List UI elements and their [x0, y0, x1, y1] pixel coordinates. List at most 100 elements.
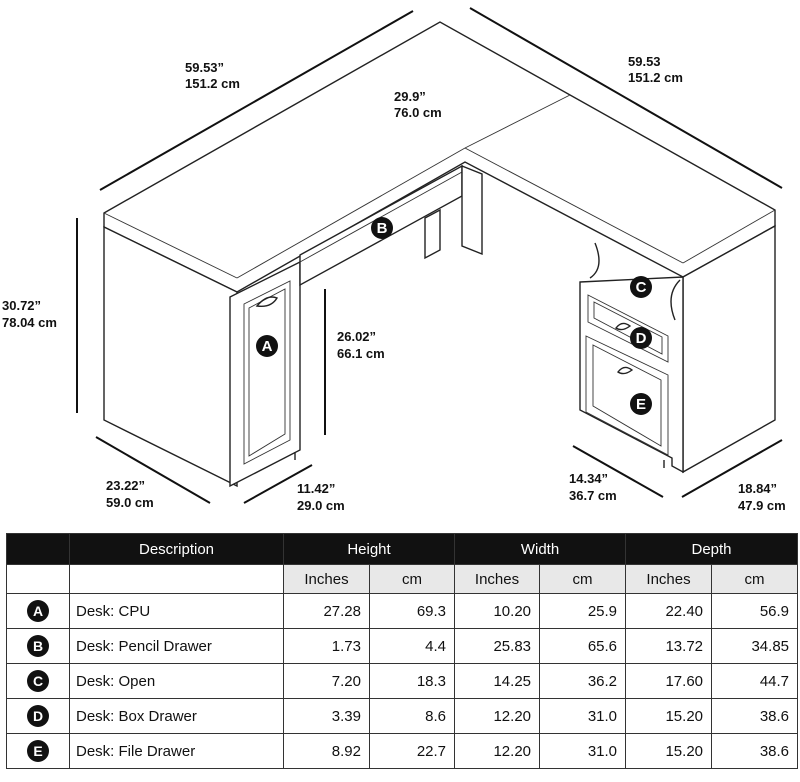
svg-text:D: D — [636, 330, 647, 347]
desk-top-edge — [103, 212, 238, 279]
header-description: Description — [69, 533, 284, 565]
units-blank — [6, 564, 70, 594]
table-row: D Desk: Box Drawer 3.39 8.6 12.20 31.0 1… — [6, 698, 799, 734]
table-row: B Desk: Pencil Drawer 1.73 4.4 25.83 65.… — [6, 628, 799, 664]
dim-line-desk-depth — [95, 436, 211, 504]
cell-depth-in: 13.72 — [625, 628, 713, 664]
dim-pedestal-width-in: 14.34” — [569, 471, 608, 486]
cell-width-in: 10.20 — [454, 593, 541, 629]
cpu-door-handle — [255, 296, 279, 308]
cell-height-in: 8.92 — [283, 733, 370, 769]
svg-text:B: B — [377, 220, 388, 237]
dim-knee-height-in: 26.02” — [337, 329, 376, 344]
row-badge: C — [27, 670, 49, 692]
dim-return-width-cm: 47.9 cm — [738, 498, 786, 513]
row-badge-cell: A — [6, 593, 70, 629]
dimensions-table: Description Height Width Depth Inches cm… — [6, 533, 799, 769]
callout-d-badge: D — [630, 327, 652, 349]
svg-text:A: A — [262, 338, 273, 355]
cell-width-cm: 25.9 — [539, 593, 627, 629]
dim-height-cm: 78.04 cm — [2, 315, 57, 330]
desk-top-edge — [682, 209, 776, 264]
file-drawer-inset — [592, 344, 662, 447]
cell-depth-cm: 38.6 — [711, 733, 799, 769]
row-badge-cell: E — [6, 733, 70, 769]
cpu-cabinet — [229, 260, 301, 488]
cell-width-cm: 36.2 — [539, 663, 627, 699]
callout-c-badge: C — [630, 276, 652, 298]
unit-label: Inches — [454, 564, 541, 594]
cell-height-cm: 69.3 — [368, 593, 456, 629]
row-badge: E — [27, 740, 49, 762]
cell-width-cm: 31.0 — [539, 733, 627, 769]
cell-width-in: 12.20 — [454, 698, 541, 734]
dim-line-cpu-width — [243, 464, 313, 504]
row-description: Desk: Pencil Drawer — [69, 628, 284, 664]
row-description: Desk: CPU — [69, 593, 284, 629]
callout-e-badge: E — [630, 393, 652, 415]
row-description: Desk: Box Drawer — [69, 698, 284, 734]
dim-cpu-width-in: 11.42” — [297, 481, 335, 496]
left-side-panel — [103, 225, 238, 488]
dim-top-left-cm: 151.2 cm — [185, 76, 240, 91]
cell-height-cm: 4.4 — [368, 628, 456, 664]
box-drawer — [587, 294, 669, 363]
dim-top-right-in: 59.53 — [628, 54, 661, 69]
dim-line-pedestal-width — [572, 445, 664, 498]
unit-label: cm — [711, 564, 799, 594]
row-description: Desk: File Drawer — [69, 733, 284, 769]
desk-top-edge — [464, 147, 684, 264]
units-blank — [69, 564, 284, 594]
unit-label: Inches — [283, 564, 370, 594]
dim-return-width-in: 18.84” — [738, 481, 777, 496]
dim-knee-height-cm: 66.1 cm — [337, 346, 385, 361]
unit-label: cm — [539, 564, 627, 594]
cell-height-in: 1.73 — [283, 628, 370, 664]
dim-desk-depth-in: 23.22” — [106, 478, 145, 493]
dim-line-top-right — [469, 7, 783, 189]
pedestal-cabinet — [579, 276, 684, 474]
back-support — [424, 208, 441, 260]
dim-return-depth-cm: 76.0 cm — [394, 105, 442, 120]
cell-width-cm: 65.6 — [539, 628, 627, 664]
file-drawer-handle — [616, 366, 634, 375]
box-drawer-inset — [593, 301, 663, 355]
cell-depth-in: 17.60 — [625, 663, 713, 699]
cell-height-cm: 8.6 — [368, 698, 456, 734]
cell-depth-in: 15.20 — [625, 733, 713, 769]
row-description: Desk: Open — [69, 663, 284, 699]
unit-label: Inches — [625, 564, 713, 594]
desk-diagram: A B C D E 59.53” 151.2 cm 59.53 151.2 cm… — [2, 7, 786, 513]
header-width: Width — [454, 533, 627, 565]
dim-height-in: 30.72” — [2, 298, 41, 313]
header-blank — [6, 533, 70, 565]
pencil-drawer-edge — [299, 171, 463, 263]
dim-top-left-in: 59.53” — [185, 60, 224, 75]
cell-width-cm: 31.0 — [539, 698, 627, 734]
cell-depth-cm: 38.6 — [711, 698, 799, 734]
table-row: A Desk: CPU 27.28 69.3 10.20 25.9 22.40 … — [6, 593, 799, 629]
header-depth: Depth — [625, 533, 799, 565]
dim-cpu-width-cm: 29.0 cm — [297, 498, 345, 513]
row-badge: A — [27, 600, 49, 622]
desk-top-inner-edge — [464, 94, 571, 149]
row-badge-cell: C — [6, 663, 70, 699]
callout-a-badge: A — [256, 335, 278, 357]
header-height: Height — [282, 533, 456, 565]
dim-line-return-width — [681, 439, 783, 498]
cell-height-in: 7.20 — [283, 663, 370, 699]
cell-depth-cm: 34.85 — [711, 628, 799, 664]
cell-width-in: 12.20 — [454, 733, 541, 769]
unit-label: cm — [368, 564, 456, 594]
cell-width-in: 25.83 — [454, 628, 541, 664]
cpu-door-inset — [248, 288, 286, 457]
dim-top-right-cm: 151.2 cm — [628, 70, 683, 85]
open-shelf-curve — [589, 242, 681, 321]
cell-height-cm: 22.7 — [368, 733, 456, 769]
row-badge: B — [27, 635, 49, 657]
row-badge-cell: D — [6, 698, 70, 734]
cell-height-in: 27.28 — [283, 593, 370, 629]
table-row: E Desk: File Drawer 8.92 22.7 12.20 31.0… — [6, 733, 799, 769]
dim-line-top-left — [99, 10, 414, 191]
table-row: C Desk: Open 7.20 18.3 14.25 36.2 17.60 … — [6, 663, 799, 699]
